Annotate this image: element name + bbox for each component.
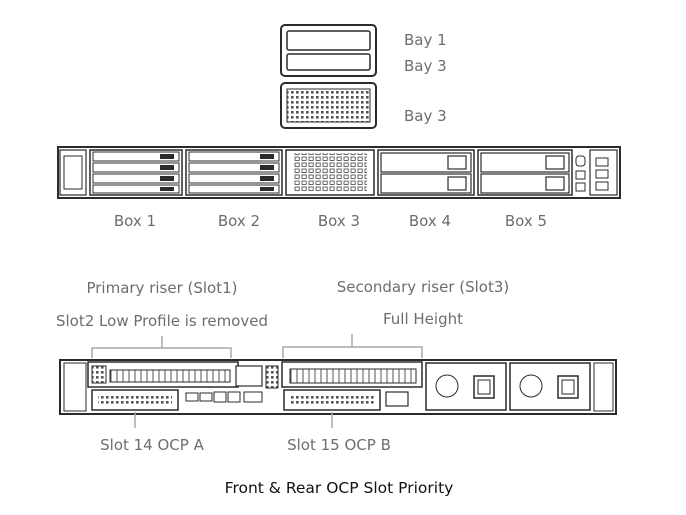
bay-module-top xyxy=(280,24,377,77)
front-box-label-3: Box 3 xyxy=(318,212,360,230)
bay-label-3-lower: Bay 3 xyxy=(404,107,447,125)
secondary-riser-label: Secondary riser (Slot3) xyxy=(337,278,510,296)
ocp-b-label: Slot 15 OCP B xyxy=(287,436,391,454)
front-box-label-5: Box 5 xyxy=(505,212,547,230)
front-box-4-drives xyxy=(377,149,475,196)
primary-riser-bracket xyxy=(91,336,232,358)
ocp-a-label: Slot 14 OCP A xyxy=(100,436,204,454)
front-box-5-drives xyxy=(477,149,573,196)
primary-riser-slot xyxy=(87,361,239,388)
front-box-label-1: Box 1 xyxy=(114,212,156,230)
primary-riser-label: Primary riser (Slot1) xyxy=(86,279,237,297)
ocp-b-slot xyxy=(283,389,409,411)
rear-ports xyxy=(185,365,279,403)
power-supply-1 xyxy=(425,362,507,411)
secondary-riser-bracket xyxy=(282,334,423,358)
ocp-a-slot xyxy=(91,389,179,411)
front-box-label-2: Box 2 xyxy=(218,212,260,230)
secondary-riser-note: Full Height xyxy=(383,310,463,328)
front-box-label-4: Box 4 xyxy=(409,212,451,230)
figure-caption: Front & Rear OCP Slot Priority xyxy=(225,479,454,497)
secondary-riser-slot xyxy=(281,361,423,388)
front-box-1-drives xyxy=(89,149,183,196)
primary-riser-note: Slot2 Low Profile is removed xyxy=(56,312,268,330)
front-box-3-grill xyxy=(285,149,375,196)
bay-label-1: Bay 1 xyxy=(404,31,447,49)
bay-label-3-upper: Bay 3 xyxy=(404,57,447,75)
front-box-2-drives xyxy=(185,149,283,196)
power-supply-2 xyxy=(509,362,591,411)
bay-module-bottom xyxy=(280,82,377,129)
